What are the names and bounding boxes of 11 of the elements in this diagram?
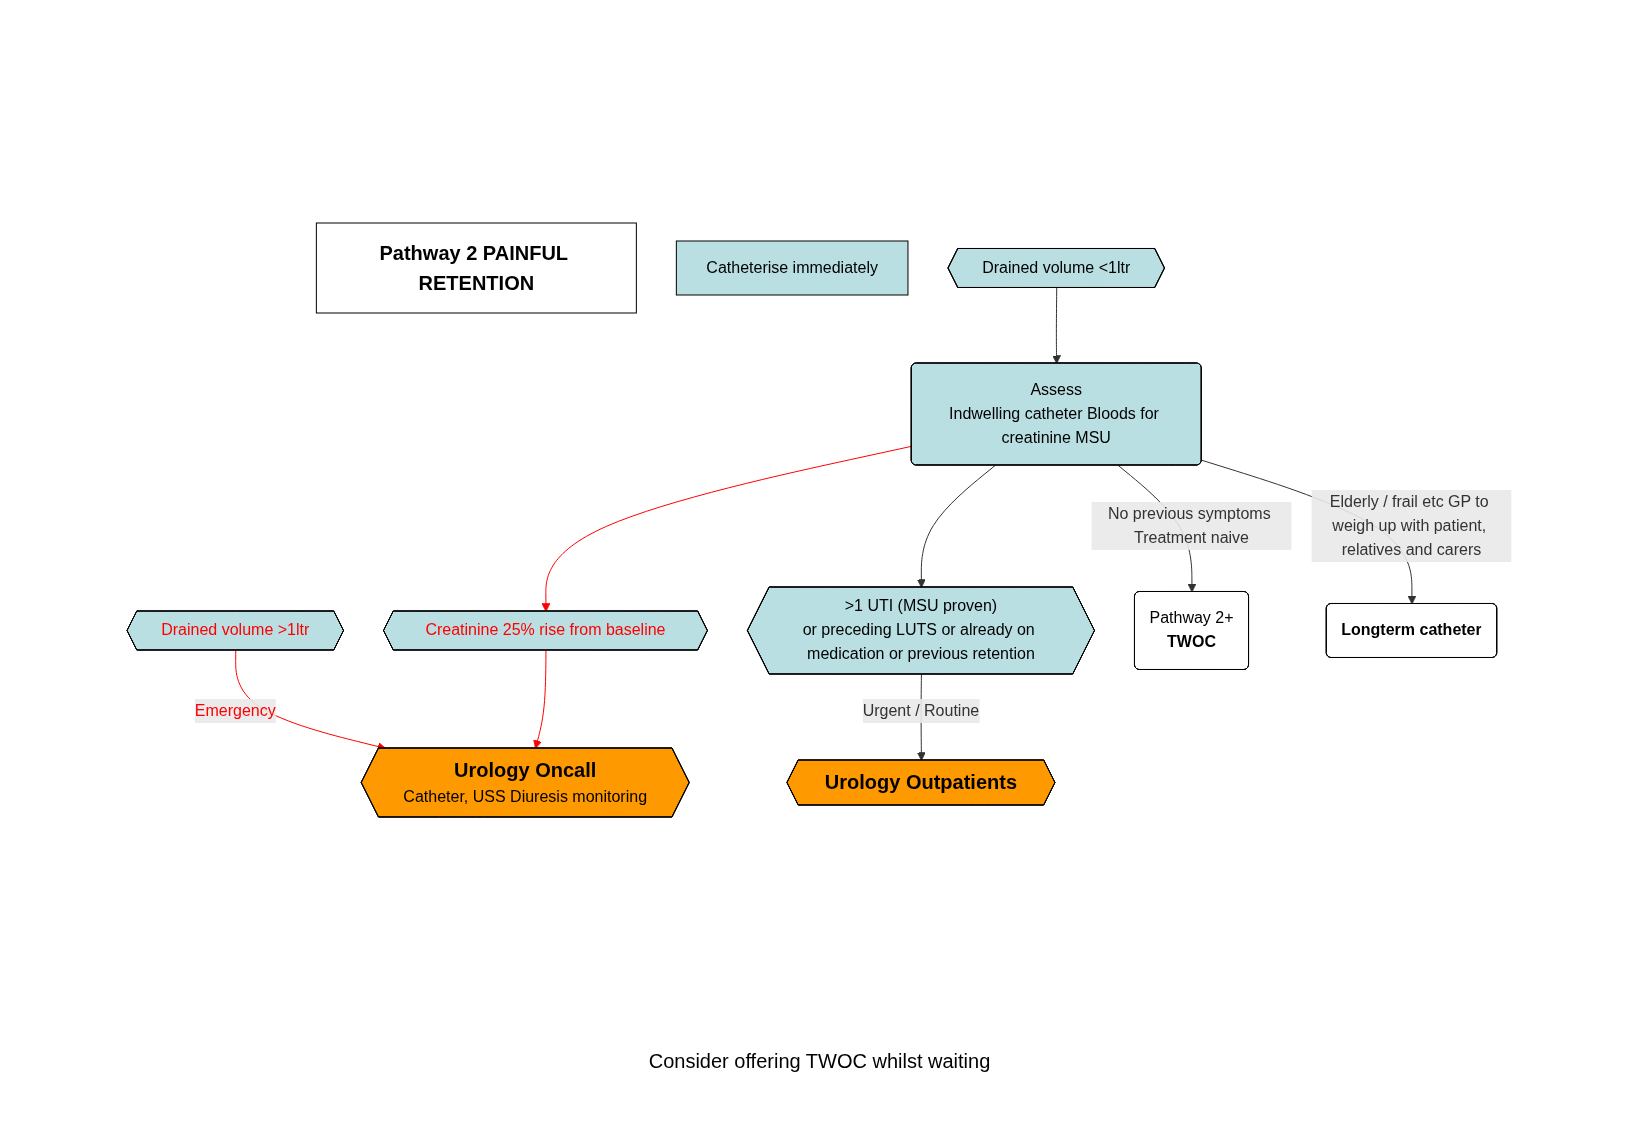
edge-label: Emergency [195,701,276,719]
edge-label: Urgent / Routine [862,701,980,719]
arrow [917,465,996,588]
arrow [1052,287,1062,364]
node-box: Catheterise immediately [676,240,909,296]
arrow [533,650,547,749]
note-text: Consider offering TWOC whilst waiting [648,1050,991,1073]
edge-label: No previous symptoms Treatment naive [1108,504,1271,546]
edge-label: Elderly / frail etc GP to weigh up with patient, relatives and carers [1330,492,1489,558]
node-box: Pathway 2 PAINFUL RETENTION [316,222,638,314]
arrow [541,445,913,612]
